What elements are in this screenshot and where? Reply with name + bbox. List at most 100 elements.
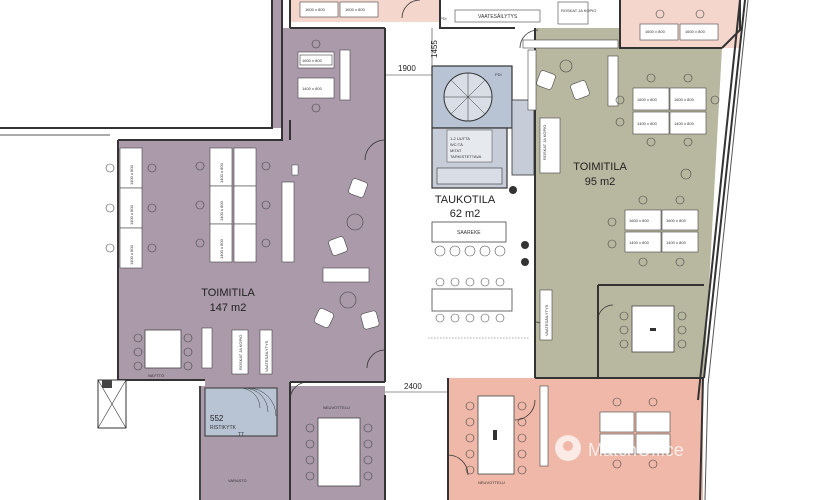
bottom-right-cabinet: [539, 385, 549, 467]
svg-text:1600 x 800: 1600 x 800: [666, 218, 687, 223]
pdi-top: PDI: [440, 16, 447, 21]
bottom-right-chairs: [612, 397, 658, 469]
top-desk-2: [339, 1, 379, 18]
left-office-name: TOIMITILA: [201, 287, 255, 299]
svg-text:1600 x 800: 1600 x 800: [637, 97, 658, 102]
saareke-island: [431, 221, 507, 243]
watermark-text: MatchOffice: [588, 440, 684, 460]
roskat-left-label: ROSKAT JA KOPIO: [238, 335, 243, 370]
svg-text:1400 x 800: 1400 x 800: [129, 204, 134, 225]
neuvottelu-right-label: NEUVOTTELU: [478, 480, 505, 485]
left-meeting-table: [144, 329, 182, 369]
vaatesailytys-top-box: [454, 9, 541, 23]
left-storage-1: [281, 181, 295, 263]
wc-note-box: [446, 129, 493, 163]
svg-text:1600 x 800: 1600 x 800: [629, 218, 650, 223]
break-room-long-table: [431, 288, 513, 312]
lounge-chairs-left: [314, 178, 380, 330]
svg-text:1400 x 800: 1400 x 800: [302, 86, 323, 91]
bar-stools: [434, 245, 506, 257]
neuvottelu-right-table: [477, 395, 515, 475]
neuvottelu-left-label: NEUVOTTELU: [323, 405, 350, 410]
watermark: MatchOffice: [555, 435, 684, 461]
porrashuone-name: RISTIKYTK: [210, 425, 237, 431]
roskat-top-label: ROSKAT JA KOPIO: [561, 8, 596, 13]
wc-fixture: [436, 167, 503, 185]
vaatesailytys-left-label: VAATESÄILYTYS: [264, 340, 269, 372]
svg-text:1400 x 800: 1400 x 800: [666, 240, 687, 245]
top-right-desk-1-size: 1600 x 800: [645, 29, 666, 34]
wc-note-3: MITAT: [450, 148, 462, 153]
left-desk-size-labels: 1400 x 800 1400 x 800 1400 x 800 1400 x …: [129, 58, 323, 265]
vaatesailytys-left-box: [259, 329, 273, 375]
top-desk-1-size: 1600 x 800: [305, 7, 326, 12]
neuvottelu-left-table: [317, 417, 361, 487]
porrashuone-code: TT: [238, 432, 244, 438]
break-room-name: TAUKOTILA: [435, 194, 496, 206]
wc-note-2: WC:TÄ: [450, 142, 463, 147]
neuvottelu-left-chairs: [305, 423, 373, 481]
left-sofa: [322, 267, 370, 283]
left-office-chairs: [105, 39, 364, 309]
wc-note-1: 1-2 UUTTA: [450, 136, 470, 141]
saareke-label: SAAREKE: [457, 230, 481, 236]
vaatesailytys-mid-box: [539, 289, 553, 341]
svg-text:1400 x 800: 1400 x 800: [129, 244, 134, 265]
neuvottelu-right-screen: [493, 430, 497, 440]
right-office-area-text: 95 m2: [585, 176, 616, 188]
left-credenza: [201, 327, 213, 369]
right-inner-meeting-chairs: [619, 311, 687, 349]
right-office-name: TOIMITILA: [573, 161, 627, 173]
long-table-chairs: [435, 277, 505, 323]
left-storage-2: [339, 49, 351, 101]
bottom-right-desks: [599, 411, 671, 455]
right-inner-meeting-screen: [650, 328, 656, 331]
left-office-area-text: 147 m2: [210, 302, 247, 314]
roskat-top-box: [557, 1, 589, 25]
svg-text:1400 x 800: 1400 x 800: [629, 240, 650, 245]
neuvottelu-right-chairs: [465, 401, 527, 475]
dim-1900: 1900: [398, 64, 416, 73]
left-naytto: NÄYTTÖ: [148, 373, 164, 378]
left-small-table-1: [291, 164, 299, 176]
right-office-desks: [522, 39, 707, 253]
svg-text:1400 x 800: 1400 x 800: [219, 162, 224, 183]
roskat-mid-box: [539, 117, 561, 174]
shaft-right: [511, 99, 535, 176]
right-desk-size-labels: 1600 x 800 1400 x 800 1600 x 800 1400 x …: [629, 97, 695, 245]
top-desk-2-size: 1600 x 800: [345, 7, 366, 12]
stair-steps: [239, 387, 277, 417]
pdi-label: PDI: [495, 72, 502, 77]
roskat-mid-label: ROSKAT JA KOPIO: [542, 125, 547, 160]
wc-note-4: TARKISTETTAVA: [450, 154, 482, 159]
svg-text:1600 x 800: 1600 x 800: [302, 58, 323, 63]
top-right-desks: [639, 23, 719, 41]
lounge-chairs-right: [536, 70, 590, 100]
svg-text:1400 x 800: 1400 x 800: [674, 121, 695, 126]
svg-text:1400 x 800: 1400 x 800: [219, 238, 224, 259]
dim-1455: 1455: [430, 40, 439, 58]
right-office-chairs: [559, 59, 720, 267]
top-desk-1: [299, 1, 339, 18]
svg-text:1400 x 800: 1400 x 800: [219, 200, 224, 221]
top-right-chairs: [655, 9, 705, 19]
varasto-label: VARASTO: [228, 478, 247, 483]
stair-treads: [444, 73, 492, 121]
plants: [509, 186, 529, 266]
vaatesailytys-top-label: VAATESÄILYTYS: [478, 13, 518, 20]
left-small-box: [102, 380, 112, 388]
top-right-desk-2-size: 1600 x 800: [685, 29, 706, 34]
left-meeting-chairs: [133, 333, 193, 371]
svg-text:1400 x 800: 1400 x 800: [129, 164, 134, 185]
break-room-area-text: 62 m2: [450, 208, 481, 220]
corridor: [385, 378, 448, 500]
porrashuone-num: 552: [210, 414, 224, 423]
dim-2400: 2400: [404, 382, 422, 391]
roskat-left-box: [231, 329, 249, 375]
svg-text:1600 x 800: 1600 x 800: [674, 97, 695, 102]
outer-walls: [0, 0, 749, 500]
left-office-desks: [119, 51, 335, 269]
vaatesailytys-mid-label: VAATESÄILYTYS: [544, 304, 549, 336]
